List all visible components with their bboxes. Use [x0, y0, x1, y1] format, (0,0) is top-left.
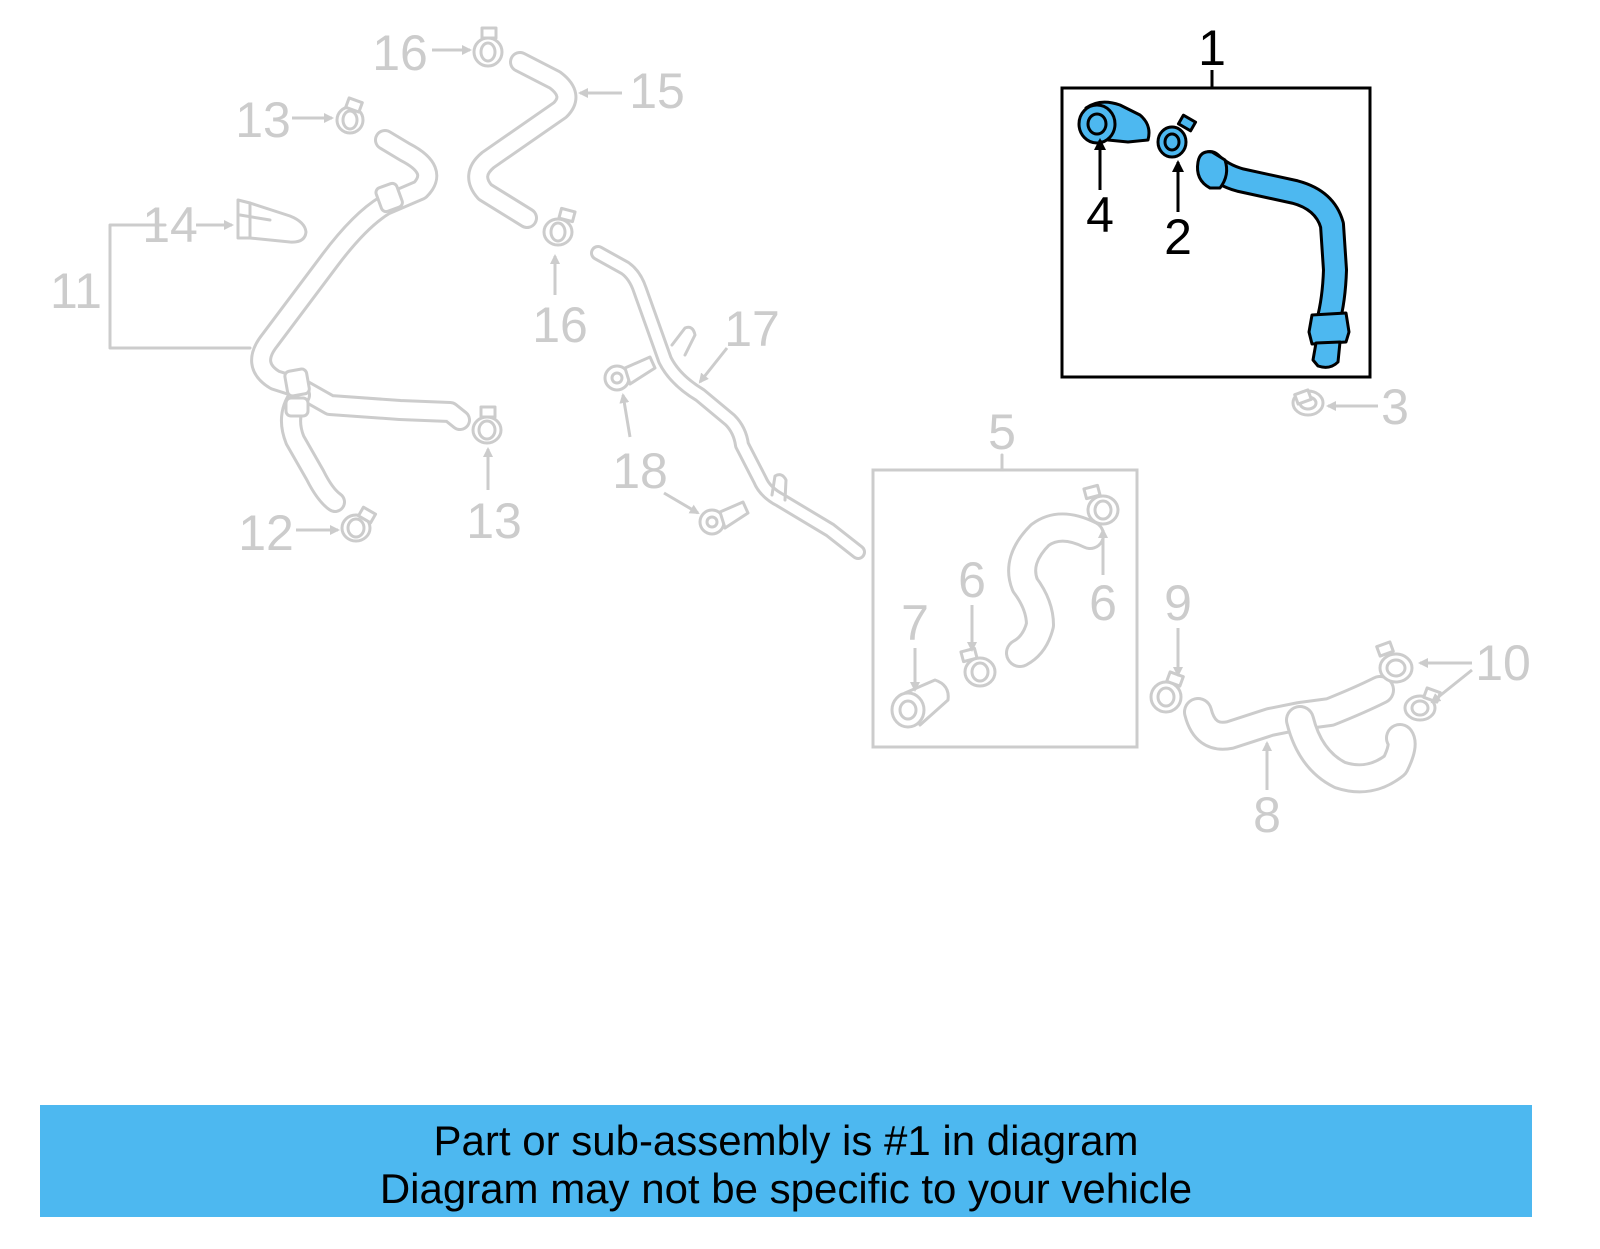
- callout-16-top: 16: [372, 25, 428, 81]
- box-1: [1060, 86, 1372, 379]
- callout-6-lower: 6: [958, 552, 986, 608]
- info-banner: Part or sub-assembly is #1 in diagram Di…: [40, 1105, 1532, 1217]
- hose-5: [1005, 512, 1105, 668]
- hose-15: [467, 51, 578, 229]
- clamp-12: [340, 505, 378, 543]
- clamp-13-top: [335, 96, 365, 135]
- connector-4-highlighted: [1077, 100, 1151, 145]
- callout-1: 1: [1198, 20, 1226, 76]
- banner-line-2: Diagram may not be specific to your vehi…: [379, 1165, 1193, 1212]
- callout-12: 12: [238, 505, 294, 561]
- clamp-3: [1291, 388, 1325, 417]
- bolt-18-upper: [603, 355, 657, 392]
- callout-6-upper: 6: [1089, 575, 1117, 631]
- box-5: [871, 468, 1139, 749]
- callout-13-top: 13: [235, 92, 291, 148]
- callout-4: 4: [1086, 187, 1114, 243]
- clamp-6-upper: [1082, 483, 1120, 526]
- connector-7: [890, 678, 950, 729]
- callout-17: 17: [724, 301, 780, 357]
- callout-16-bottom: 16: [532, 297, 588, 353]
- clamp-16-top: [472, 26, 504, 68]
- pipe-17: [590, 245, 866, 560]
- hose-1-highlighted: [1196, 150, 1351, 369]
- callout-15: 15: [629, 63, 685, 119]
- clamp-9: [1149, 670, 1185, 714]
- banner-line-1: Part or sub-assembly is #1 in diagram: [433, 1117, 1139, 1164]
- callout-9: 9: [1164, 575, 1192, 631]
- callout-2: 2: [1164, 209, 1192, 265]
- callout-10: 10: [1475, 635, 1531, 691]
- bolt-18-lower: [698, 500, 750, 536]
- leader-lines: [196, 45, 1473, 790]
- callout-14: 14: [142, 197, 198, 253]
- clamp-10-lower: [1403, 686, 1442, 722]
- bracket-line-11: [108, 223, 252, 350]
- callout-3: 3: [1381, 379, 1409, 435]
- hose-assembly-11: [250, 129, 471, 513]
- clamp-16-bottom: [542, 206, 577, 247]
- clamp-2-highlighted: [1156, 113, 1198, 159]
- bracket-14: [236, 198, 308, 244]
- hose-8: [1183, 675, 1417, 794]
- callout-13-bottom: 13: [466, 493, 522, 549]
- callout-18: 18: [612, 443, 668, 499]
- callout-11: 11: [50, 263, 102, 319]
- clamp-6-lower: [959, 646, 997, 688]
- clamp-13-bottom: [471, 405, 503, 445]
- callout-8: 8: [1253, 787, 1281, 843]
- callout-5: 5: [988, 404, 1016, 460]
- clamp-10-upper: [1375, 640, 1414, 684]
- callout-7: 7: [901, 595, 929, 651]
